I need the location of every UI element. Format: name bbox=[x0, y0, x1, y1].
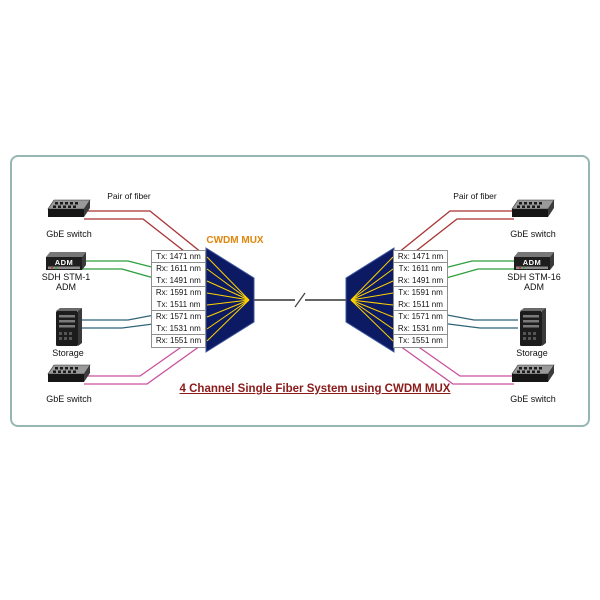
adm-right-label-line1: SDH STM-16 bbox=[507, 272, 561, 282]
wavelength-label: Rx: 1511 nm bbox=[398, 300, 443, 309]
wavelength-label: Tx: 1511 nm bbox=[156, 300, 201, 309]
storage-left-label: Storage bbox=[52, 348, 84, 358]
adm-right-label: SDH STM-16 ADM bbox=[494, 272, 574, 292]
wavelength-box-left-5: Rx: 1551 nm bbox=[152, 335, 205, 347]
diagram-title: 4 Channel Single Fiber System using CWDM… bbox=[179, 383, 451, 395]
wavelength-label: Tx: 1491 nm bbox=[156, 276, 201, 285]
wavelength-box-right-3: Tx: 1591 nm Rx: 1511 nm bbox=[394, 287, 447, 311]
adm-left-badge: ADM bbox=[54, 258, 74, 267]
wavelength-label: Tx: 1571 nm bbox=[398, 312, 443, 321]
wavelength-box-left-4: Rx: 1571 nm Tx: 1531 nm bbox=[152, 311, 205, 335]
wavelength-box-left-3: Rx: 1591 nm Tx: 1511 nm bbox=[152, 287, 205, 311]
adm-right-badge: ADM bbox=[522, 258, 542, 267]
wavelength-box-right-5: Tx: 1551 nm bbox=[394, 335, 447, 347]
wavelength-label: Rx: 1471 nm bbox=[397, 252, 444, 261]
wavelength-box-right-2: Tx: 1611 nm Rx: 1491 nm bbox=[394, 263, 447, 287]
wavelength-label: Rx: 1571 nm bbox=[155, 312, 202, 321]
adm-left-label-line1: SDH STM-1 bbox=[41, 272, 91, 282]
wavelength-box-right-1: Rx: 1471 nm bbox=[394, 251, 447, 263]
pair-of-fiber-label-right: Pair of fiber bbox=[453, 191, 497, 201]
wavelength-label: Tx: 1611 nm bbox=[398, 264, 443, 273]
wavelength-box-left-1: Tx: 1471 nm bbox=[152, 251, 205, 263]
storage-right-label: Storage bbox=[516, 348, 548, 358]
adm-right-label-line2: ADM bbox=[524, 282, 544, 292]
wavelength-box-right-4: Tx: 1571 nm Rx: 1531 nm bbox=[394, 311, 447, 335]
wavelength-label: Tx: 1591 nm bbox=[398, 288, 443, 297]
gbe-switch-top-right-label: GbE switch bbox=[510, 229, 556, 239]
adm-left-label-line2: ADM bbox=[56, 282, 76, 292]
wavelength-label: Tx: 1471 nm bbox=[156, 252, 201, 261]
wavelength-label: Rx: 1551 nm bbox=[155, 336, 202, 345]
gbe-switch-top-left-label: GbE switch bbox=[46, 229, 92, 239]
wavelength-label: Rx: 1531 nm bbox=[397, 324, 444, 333]
pair-of-fiber-label-left: Pair of fiber bbox=[107, 191, 151, 201]
wavelength-label: Rx: 1591 nm bbox=[155, 288, 202, 297]
wavelength-label: Rx: 1491 nm bbox=[397, 276, 444, 285]
wavelength-label: Rx: 1611 nm bbox=[156, 264, 201, 273]
adm-left-label: SDH STM-1 ADM bbox=[26, 272, 106, 292]
wavelength-label: Tx: 1531 nm bbox=[156, 324, 201, 333]
wavelength-box-left-2: Rx: 1611 nm Tx: 1491 nm bbox=[152, 263, 205, 287]
cwdm-mux-label: CWDM MUX bbox=[206, 235, 264, 246]
gbe-switch-bottom-right-label: GbE switch bbox=[510, 394, 556, 404]
wavelength-label: Tx: 1551 nm bbox=[398, 336, 443, 345]
gbe-switch-bottom-left-label: GbE switch bbox=[46, 394, 92, 404]
